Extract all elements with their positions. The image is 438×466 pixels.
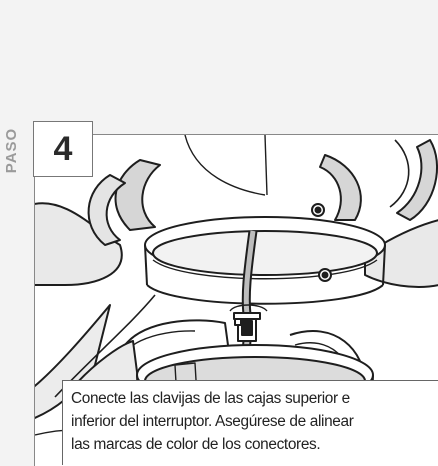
step-side-label: PASO — [3, 127, 21, 173]
caption-line: las marcas de color de los conectores. — [71, 436, 321, 453]
step-number: 4 — [53, 129, 73, 168]
instruction-caption: Conecte las clavijas de las cajas superi… — [62, 380, 438, 465]
caption-line: inferior del interruptor. Asegúrese de a… — [71, 413, 354, 430]
step-number-box: 4 — [33, 121, 93, 177]
caption-line: Conecte las clavijas de las cajas superi… — [71, 390, 350, 407]
